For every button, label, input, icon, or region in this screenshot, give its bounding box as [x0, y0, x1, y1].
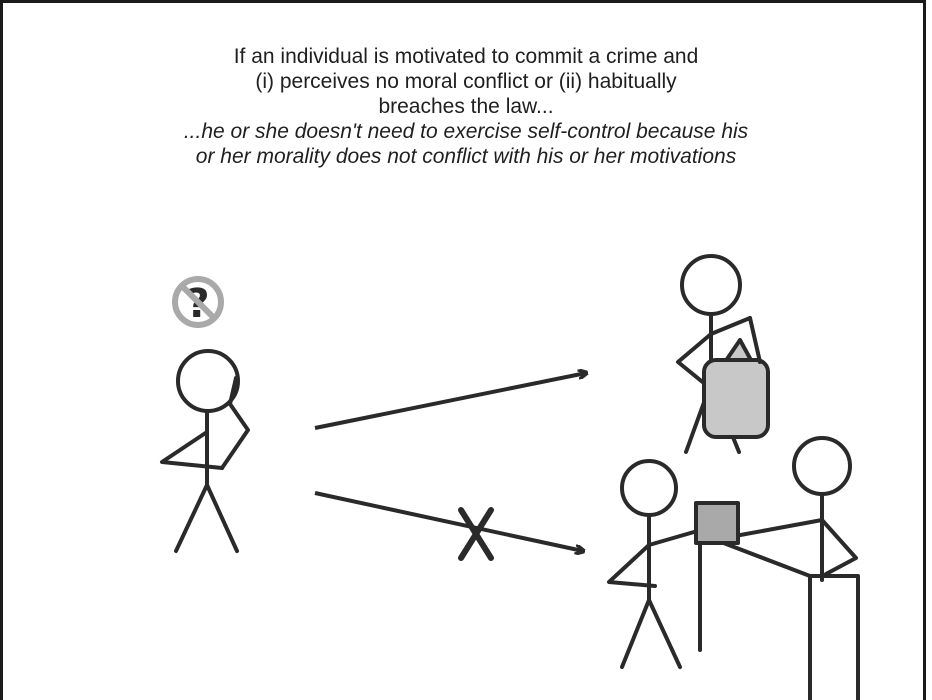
lower-arrow	[315, 493, 583, 551]
cross-x-icon	[461, 510, 491, 558]
no-question-mark-icon: ?	[175, 279, 221, 327]
thinking-person-figure	[162, 351, 248, 551]
thief-with-bag-figure	[678, 256, 768, 452]
shop-counter-figures	[609, 438, 858, 700]
upper-arrow	[315, 373, 586, 428]
